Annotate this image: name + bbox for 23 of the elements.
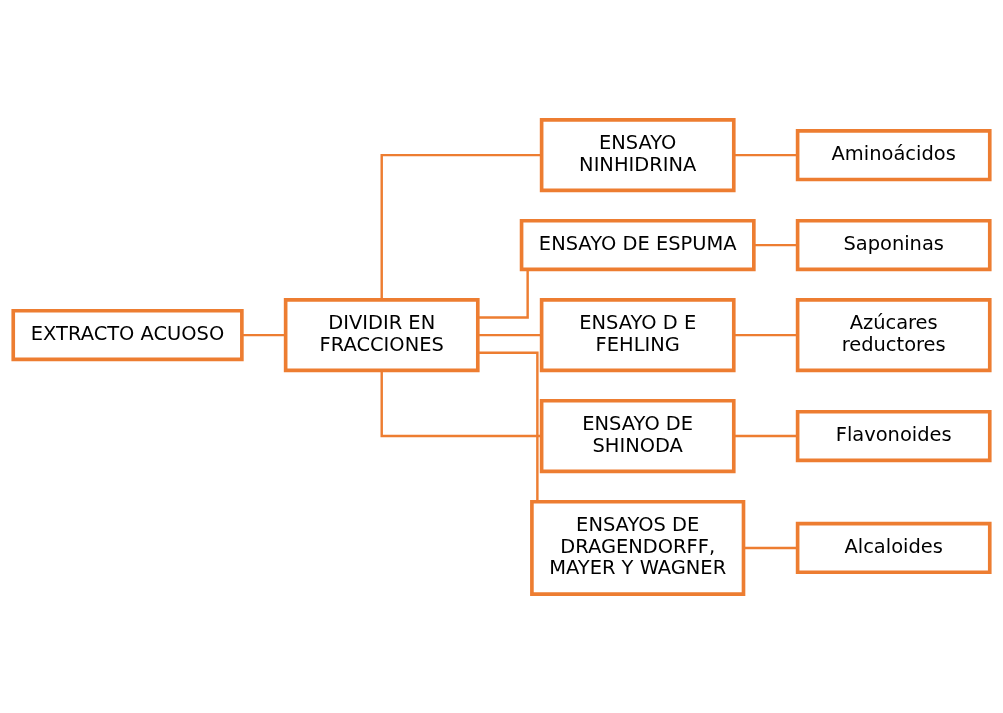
connector [242, 333, 286, 336]
node-box: Azúcares reductores [795, 297, 992, 372]
node-box: ENSAYO NINHIDRINA [539, 117, 736, 192]
connector [380, 153, 542, 300]
node-box: EXTRACTO ACUOSO [11, 308, 244, 361]
connector [743, 546, 798, 549]
node-box: Aminoácidos [795, 128, 992, 181]
node-box: Flavonoides [795, 409, 992, 462]
node-box: ENSAYO D E FEHLING [539, 297, 736, 372]
connector [477, 269, 529, 319]
connector [734, 333, 798, 336]
node-box: ENSAYOS DE DRAGENDORFF, MAYER Y WAGNER [530, 499, 746, 596]
connector [754, 243, 798, 246]
connector [380, 369, 542, 437]
connector [478, 333, 542, 336]
node-box: ENSAYO DE SHINODA [539, 398, 736, 473]
node-box: DIVIDIR EN FRACCIONES [283, 297, 480, 372]
connector [734, 153, 798, 156]
connector [734, 434, 798, 437]
node-box: Saponinas [795, 218, 992, 271]
node-box: Alcaloides [795, 521, 992, 574]
connector [478, 351, 539, 502]
node-box: ENSAYO DE ESPUMA [519, 218, 756, 271]
